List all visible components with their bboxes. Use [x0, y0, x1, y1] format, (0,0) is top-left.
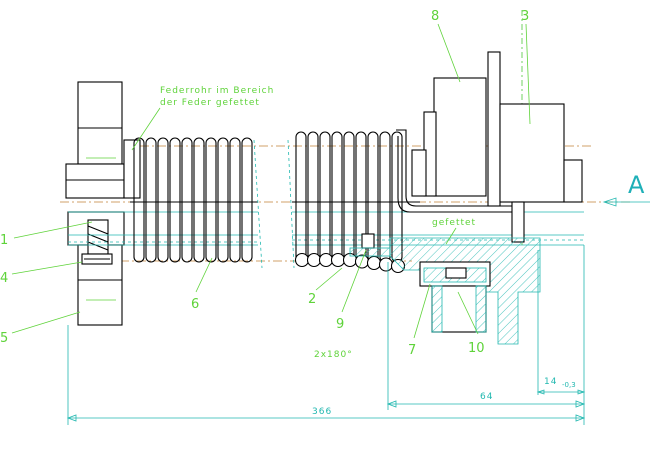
spring-coil: [307, 131, 319, 263]
spring-coil: [133, 137, 145, 263]
break-line-left: [253, 139, 263, 269]
dimension-overall: [66, 414, 586, 422]
label-part-10: 10: [468, 341, 485, 356]
label-part-2: 2: [308, 292, 316, 307]
spring-coil: [157, 137, 169, 263]
spring-coil: [319, 131, 331, 263]
label-part-4: 4: [0, 271, 8, 286]
break-line-right: [287, 139, 295, 269]
note-greased-leader: [445, 227, 457, 245]
bearing-ball: [294, 252, 310, 268]
label-part-6: 6: [191, 297, 199, 312]
label-part-8: 8: [431, 9, 439, 24]
dimension-small: [536, 389, 586, 395]
bearing-ball: [318, 252, 334, 268]
label-part-9: 9: [336, 317, 344, 332]
leader-5: [11, 311, 81, 334]
leader-1: [13, 221, 93, 239]
spring-coil: [295, 131, 307, 263]
spring-coil: [205, 137, 217, 263]
note-spring-leader: [131, 107, 161, 151]
bearing-ball: [306, 252, 322, 268]
spring-coil: [193, 137, 205, 263]
leader-4: [11, 261, 83, 275]
leader-3: [525, 23, 531, 125]
leader-6: [195, 257, 213, 293]
bearing-ball: [378, 257, 394, 272]
note-spring-line2: der Feder gefettet: [160, 98, 260, 108]
view-arrow-label: A: [628, 171, 645, 199]
spring-coil: [331, 131, 343, 263]
bearing-ball: [366, 255, 382, 271]
label-part-7: 7: [408, 343, 416, 358]
leader-9: [341, 249, 367, 313]
leader-10: [457, 291, 479, 335]
spring-coil: [181, 137, 193, 263]
left-hub: [65, 81, 141, 326]
bearing-ball: [354, 254, 370, 269]
dim-small-label: 14: [544, 377, 557, 387]
spring-coil: [217, 137, 229, 263]
spring-coil: [379, 131, 391, 263]
dim-overall-label: 366: [312, 407, 332, 417]
view-arrow: [602, 197, 650, 207]
bearing-ball: [330, 252, 346, 268]
leader-2: [315, 267, 343, 291]
spring-coil: [145, 137, 157, 263]
leader-8: [437, 23, 461, 83]
note-spring-line1: Federrohr im Bereich: [160, 86, 274, 96]
dim-small-tolerance: -0,3: [562, 381, 576, 389]
spring-coil: [343, 131, 355, 263]
label-part-1: 1: [0, 233, 8, 248]
label-part-3: 3: [521, 9, 529, 24]
screw: [81, 219, 113, 265]
dimension-right-span: [386, 400, 586, 408]
right-housing: [349, 51, 583, 345]
spring-coil: [169, 137, 181, 263]
leader-7: [413, 283, 431, 339]
dim-right-span-label: 64: [480, 392, 493, 402]
spring-coil: [229, 137, 241, 263]
ball-row: [294, 252, 406, 274]
note-rotation: 2x180°: [314, 350, 353, 360]
spring-coil: [241, 137, 253, 263]
label-part-5: 5: [0, 331, 8, 346]
note-greased: gefettet: [432, 218, 476, 228]
